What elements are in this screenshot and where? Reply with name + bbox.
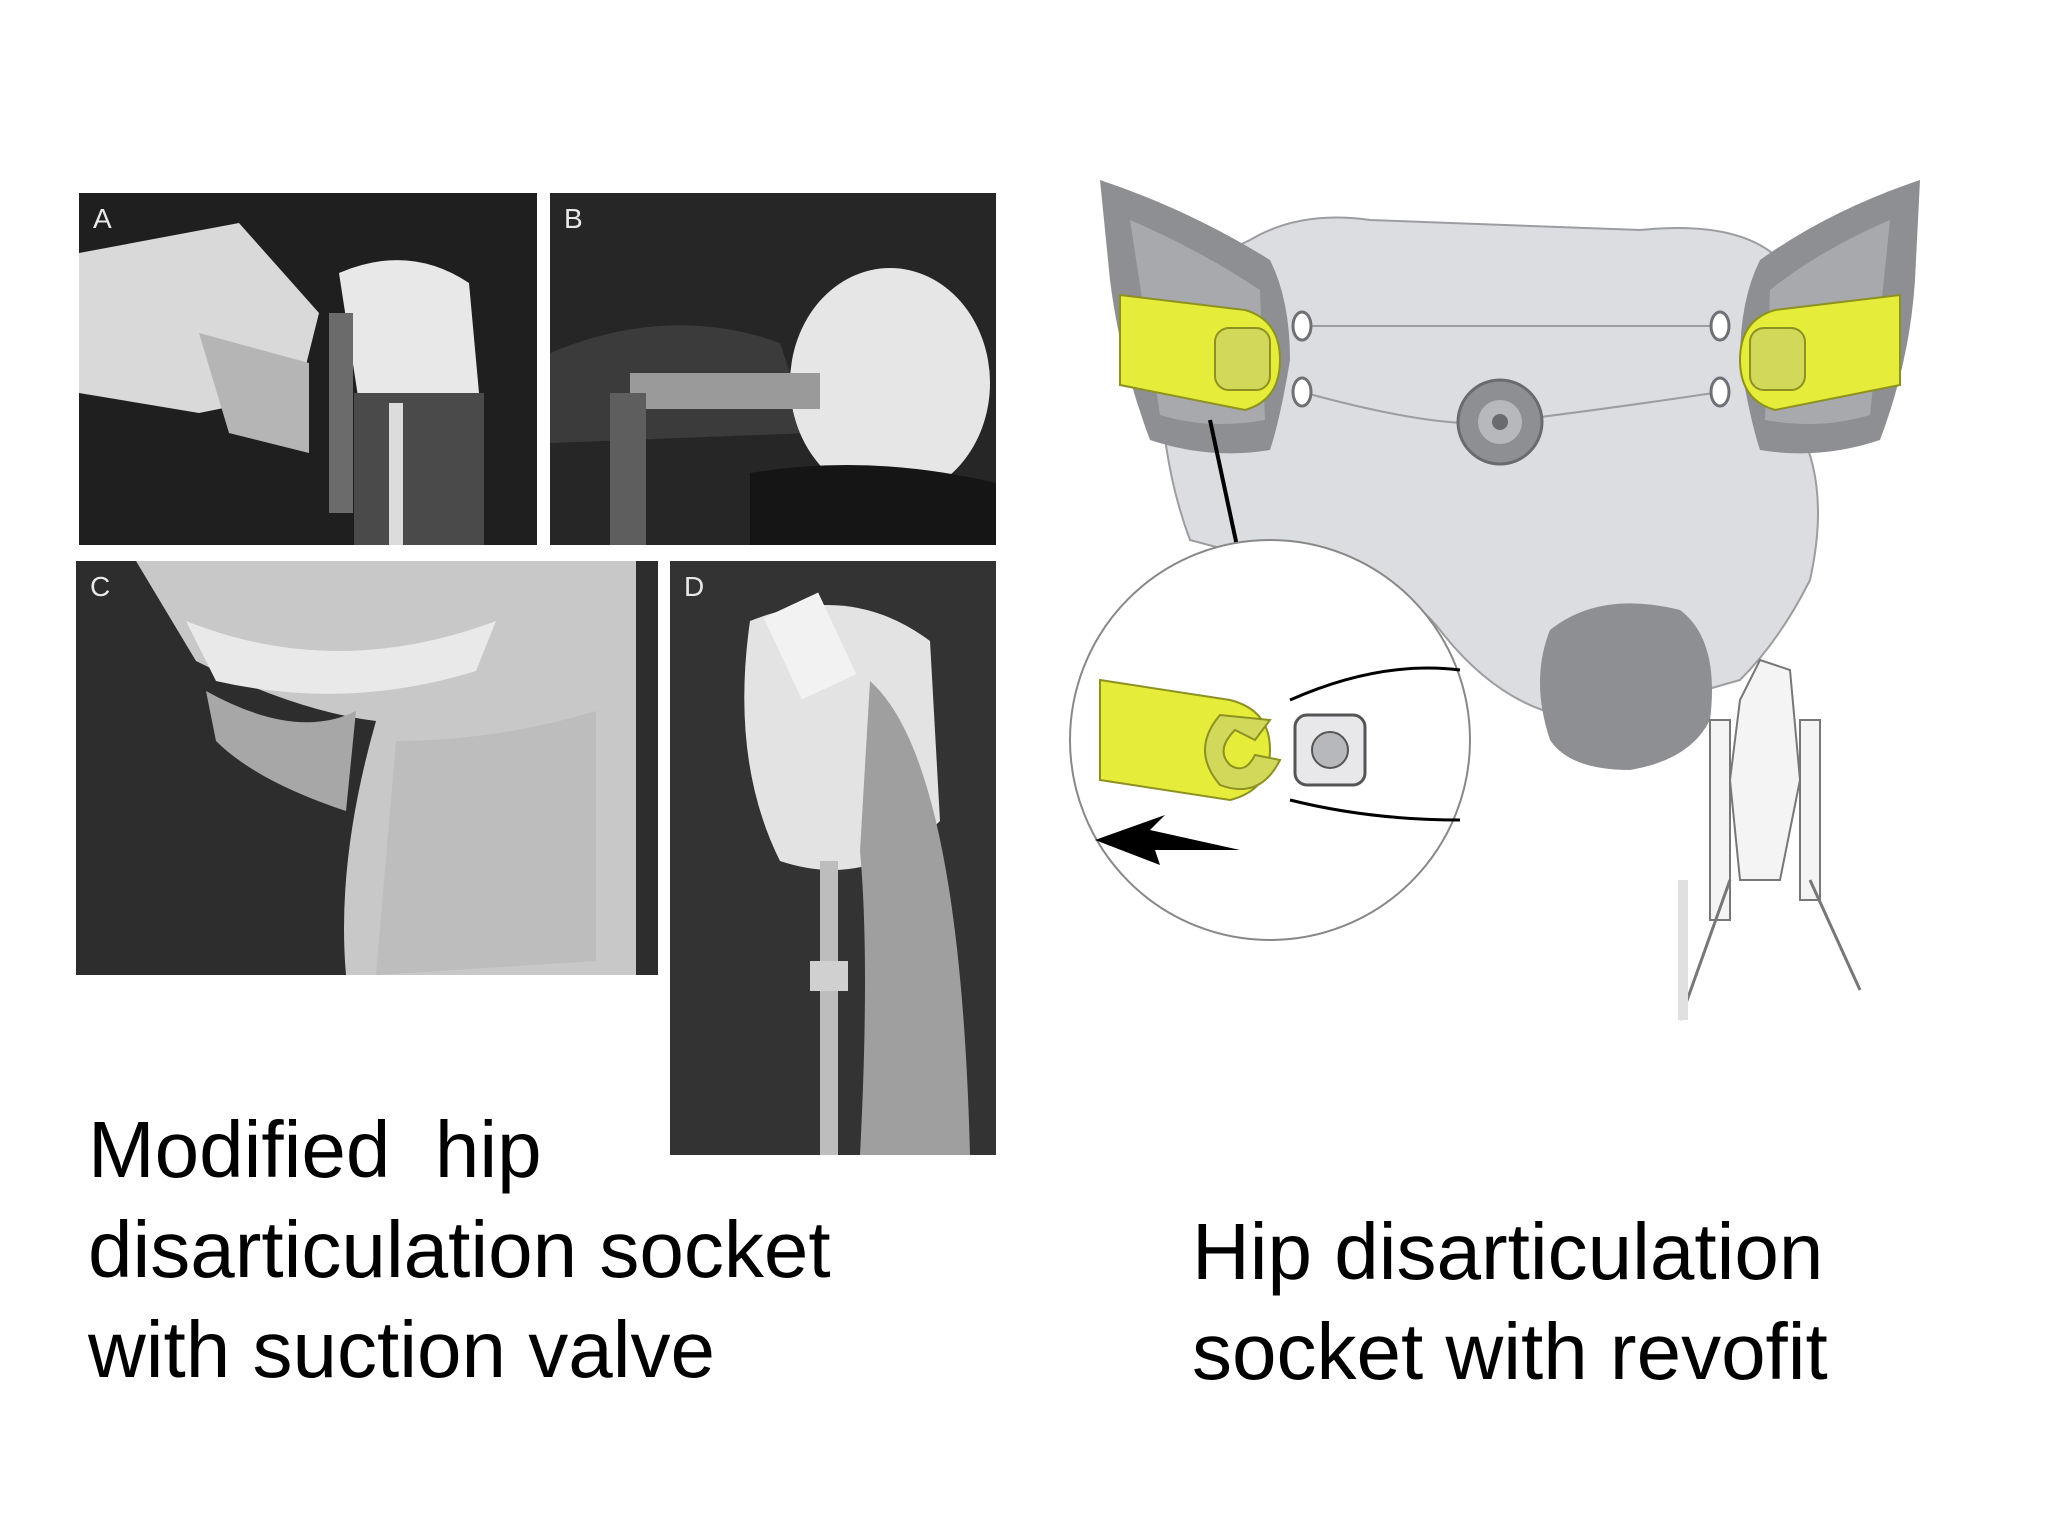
photo-a-image [79,193,537,545]
guide-hole [1709,376,1731,408]
photo-c-image [76,561,658,975]
socket-distal-cup [1540,603,1712,770]
photo-panel-c: C [76,561,658,975]
magnified-detail [1069,539,1471,941]
caption-right-line: socket with revofit [1192,1307,1828,1396]
caption-left-line: disarticulation socket [88,1205,831,1294]
photo-d-image [670,561,996,1155]
panel-letter-d: D [684,571,705,602]
panel-letter-a: A [93,203,112,234]
caption-right-line: Hip disarticulation [1192,1207,1824,1296]
guide-hole [1291,310,1313,342]
left-buckle [1119,293,1282,412]
guide-hole [1291,376,1313,408]
caption-left: Modified hip disarticulation socket with… [88,1100,948,1400]
caption-left-line: Modified hip [88,1105,542,1194]
caption-right: Hip disarticulation socket with revofit [1192,1202,1972,1402]
photo-panel-b: B [550,193,996,545]
hip-joint [1678,658,1862,1021]
photo-b-image [550,193,996,545]
socket-illustration [1069,180,1920,1021]
photo-panel-a: A [79,193,537,545]
panel-letter-b: B [564,203,583,234]
direction-arrow [1095,815,1240,865]
guide-hole [1709,310,1731,342]
caption-left-line: with suction valve [88,1305,715,1394]
photo-panel-d: D [670,561,996,1155]
panel-letter-c: C [90,571,111,602]
right-buckle [1738,293,1901,412]
